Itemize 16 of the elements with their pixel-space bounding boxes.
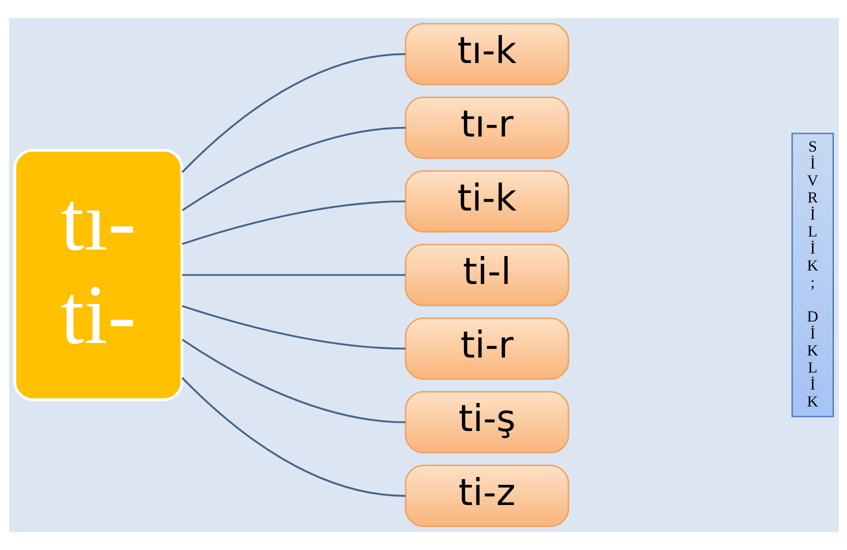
- connector: [181, 126, 406, 212]
- node-box: ti-z: [404, 464, 569, 528]
- connector: [180, 377, 406, 497]
- connector: [180, 53, 406, 173]
- node-box: ti-l: [404, 244, 569, 306]
- node-box: ti-ş: [404, 391, 569, 454]
- connector: [181, 305, 406, 350]
- node-box: tı-k: [404, 22, 569, 86]
- node-box: tı-r: [404, 96, 569, 159]
- connector: [181, 200, 406, 245]
- connector: [181, 338, 406, 424]
- connector: [182, 274, 406, 276]
- node-box: tı- ti-: [12, 148, 183, 402]
- node-box: SİVRİLİK; DİKLİK: [790, 132, 834, 418]
- node-box: ti-r: [404, 317, 569, 380]
- node-box: ti-k: [404, 170, 569, 233]
